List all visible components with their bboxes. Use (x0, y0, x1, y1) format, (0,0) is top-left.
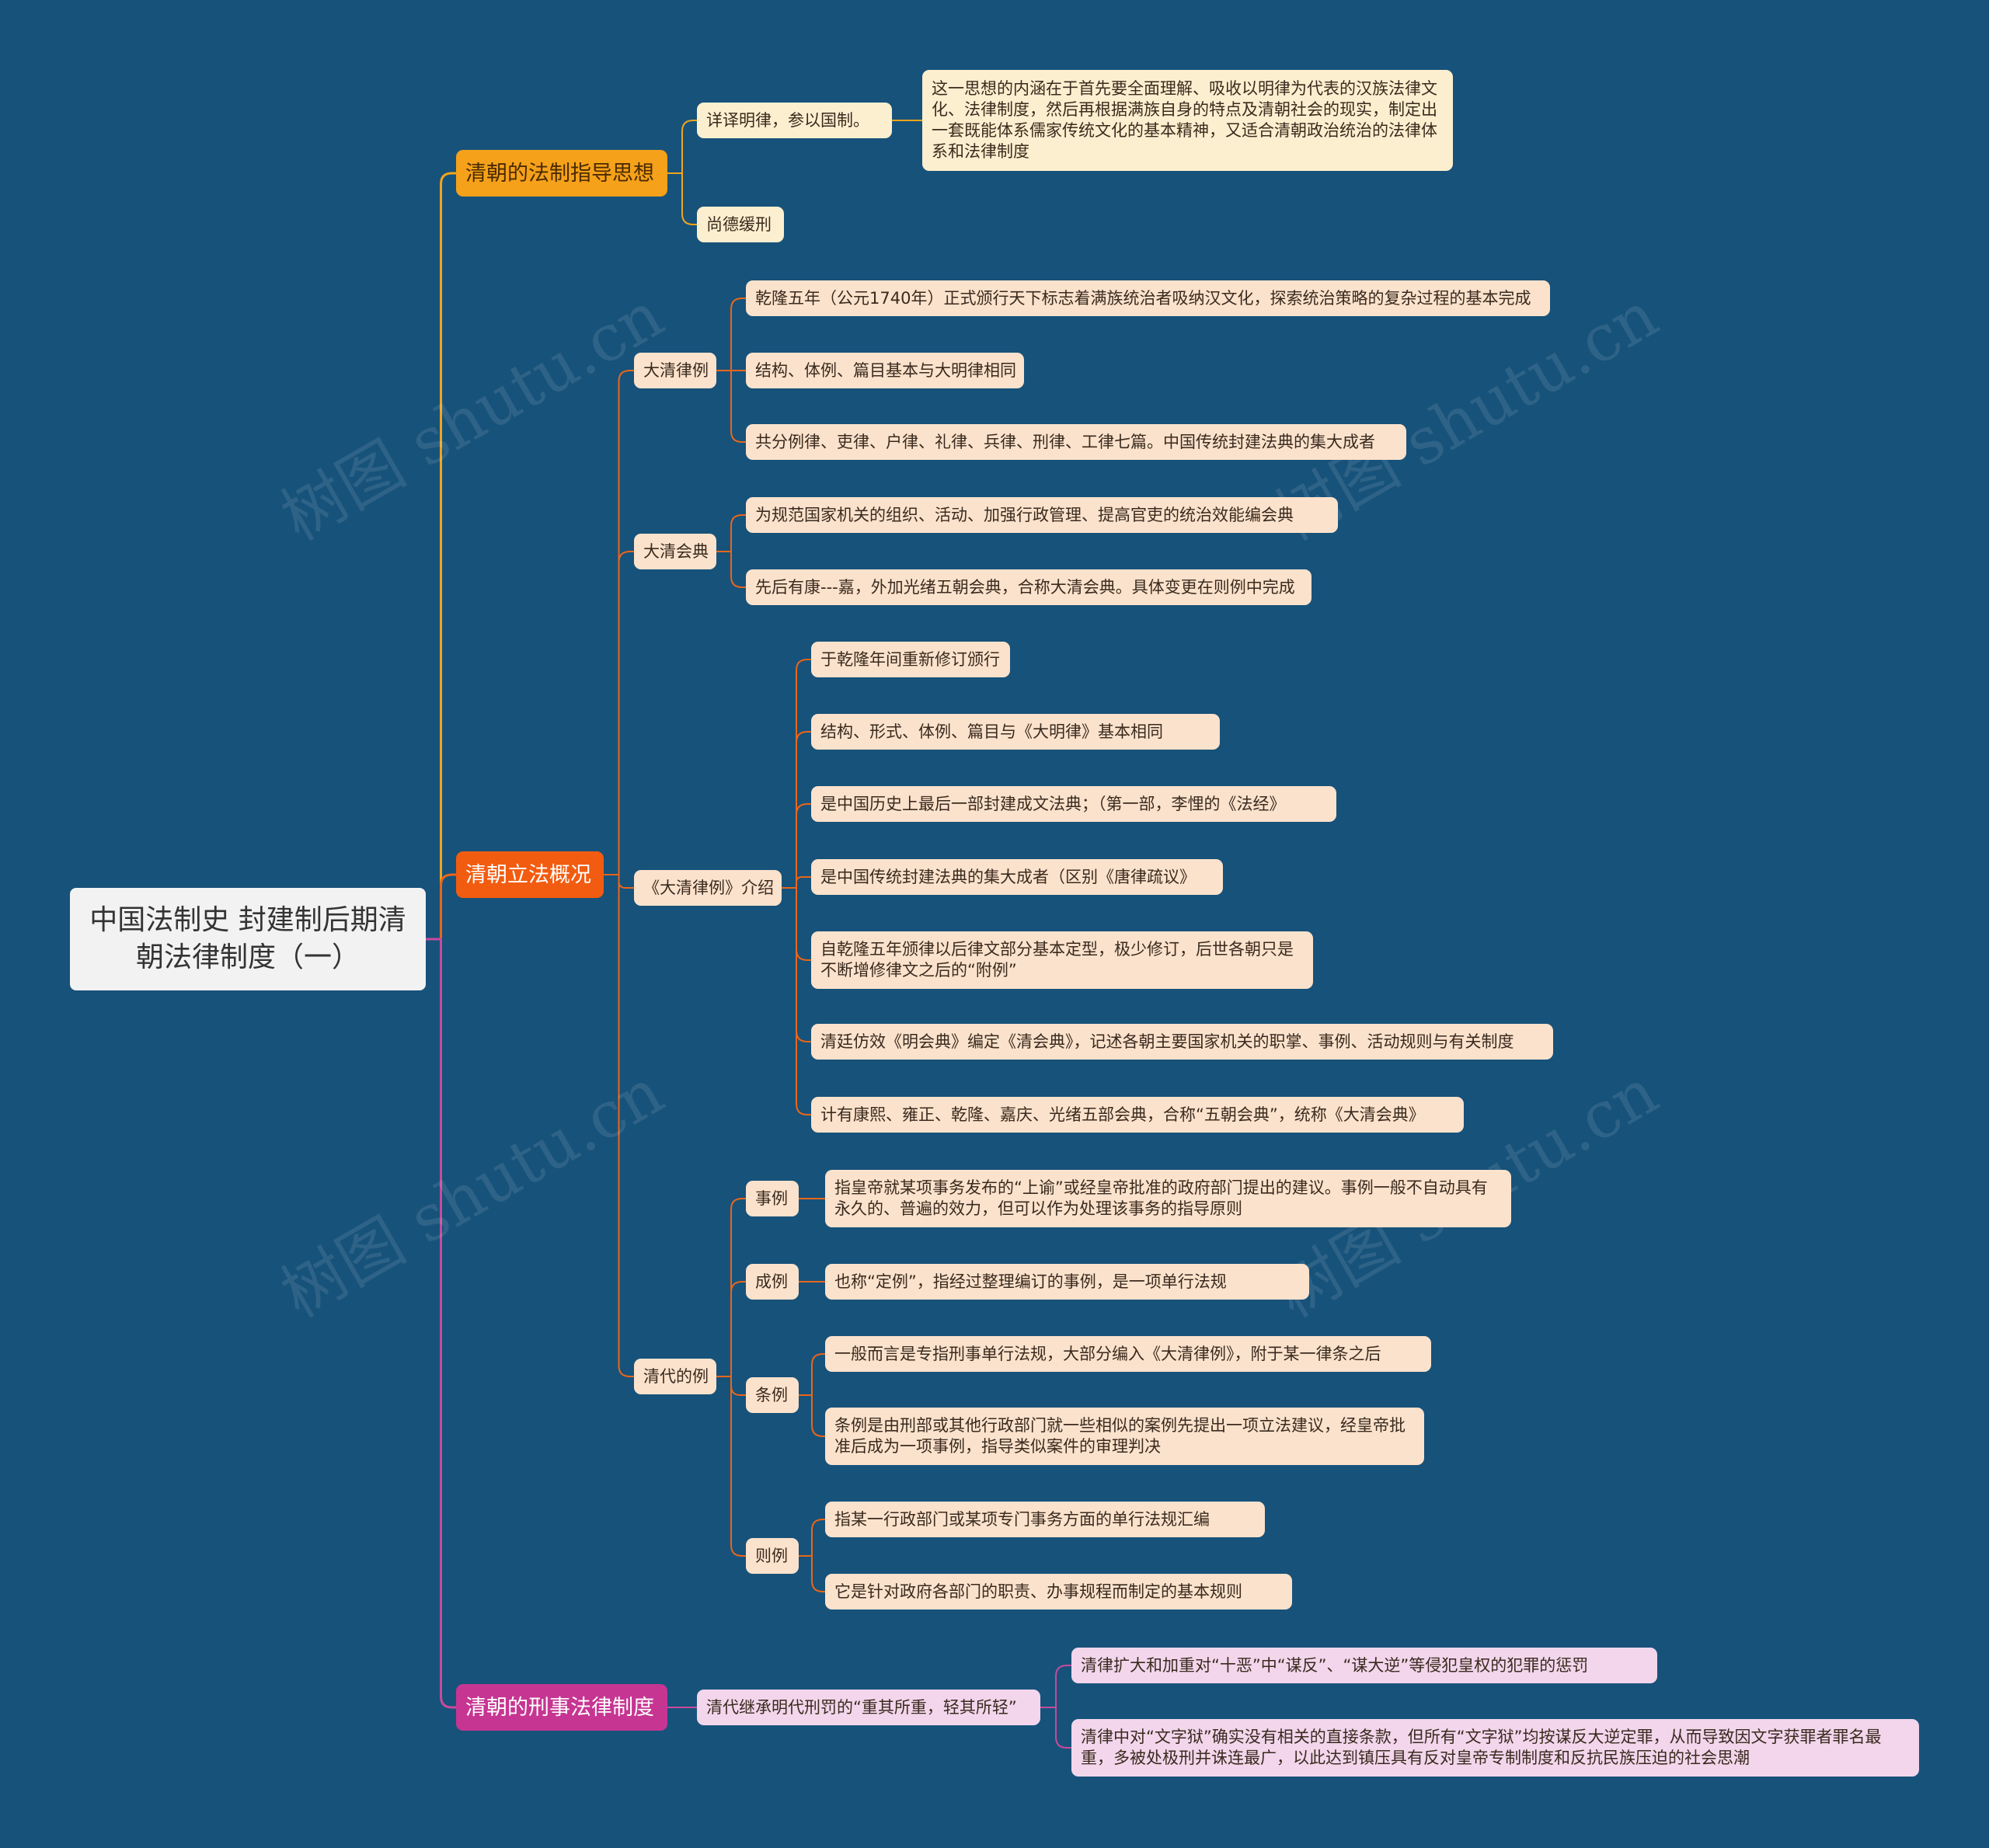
leaf-zeli-1[interactable]: 它是针对政府各部门的职责、办事规程而制定的基本规则 (825, 1574, 1292, 1610)
node-punishment-principle[interactable]: 清代继承明代刑罚的“重其所重，轻其所轻” (697, 1690, 1040, 1725)
connector-22 (716, 1198, 746, 1377)
connector-9 (604, 874, 634, 1377)
leaf-js-3[interactable]: 是中国传统封建法典的集大成者（区别《唐律疏议》 (811, 859, 1223, 895)
connector-6 (604, 370, 634, 875)
connector-29 (799, 1394, 825, 1437)
leaf-tiaoli-1[interactable]: 条例是由刑部或其他行政部门就一些相似的案例先提出一项立法建议，经皇帝批准后成为一… (825, 1408, 1424, 1465)
branch-criminal-law[interactable]: 清朝的刑事法律制度 (456, 1684, 667, 1731)
connector-28 (799, 1353, 825, 1396)
leaf-dqll-2[interactable]: 共分例律、吏律、户律、礼律、兵律、刑律、工律七篇。中国传统封建法典的集大成者 (746, 424, 1406, 460)
leaf-js-6[interactable]: 计有康熙、雍正、乾隆、嘉庆、光绪五部会典，合称“五朝会典”，统称《大清会典》 (811, 1097, 1464, 1133)
root-node[interactable]: 中国法制史 封建制后期清朝法律制度（一） (70, 888, 426, 990)
connector-34 (1040, 1707, 1071, 1749)
connector-13 (716, 514, 746, 552)
connector-14 (716, 551, 746, 588)
node-tiaoli[interactable]: 条例 (746, 1377, 799, 1413)
connector-17 (782, 803, 811, 889)
node-daqing-lvli[interactable]: 大清律例 (634, 353, 716, 388)
connector-23 (716, 1281, 746, 1377)
leaf-dqhd-0[interactable]: 为规范国家机关的组织、活动、加强行政管理、提高官吏的统治效能编会典 (746, 497, 1338, 533)
connector-21 (782, 887, 811, 1115)
leaf-js-5[interactable]: 清廷仿效《明会典》编定《清会典》，记述各朝主要国家机关的职掌、事例、活动规则与有… (811, 1024, 1553, 1060)
leaf-criminal-0[interactable]: 清律扩大和加重对“十恶”中“谋反”、“谋大逆”等侵犯皇权的犯罪的惩罚 (1071, 1648, 1657, 1683)
leaf-zeli-0[interactable]: 指某一行政部门或某项专门事务方面的单行法规汇编 (825, 1502, 1265, 1537)
connector-10 (716, 298, 746, 371)
leaf-chengli-0[interactable]: 也称“定例”，指经过整理编订的事例，是一项单行法规 (825, 1264, 1309, 1300)
leaf-dqhd-1[interactable]: 先后有康---嘉，外加光绪五朝会典，合称大清会典。具体变更在则例中完成 (746, 569, 1311, 605)
connector-0 (426, 172, 456, 941)
connector-12 (716, 370, 746, 443)
leaf-js-2[interactable]: 是中国历史上最后一部封建成文法典；（第一部，李悝的《法经》 (811, 786, 1336, 822)
connector-7 (604, 551, 634, 875)
leaf-js-1[interactable]: 结构、形式、体例、篇目与《大明律》基本相同 (811, 714, 1220, 750)
leaf-dqll-0[interactable]: 乾隆五年（公元1740年）正式颁行天下标志着满族统治者吸纳汉文化，探索统治策略的… (746, 280, 1550, 316)
node-virtue-lenient-punishment[interactable]: 尚德缓刑 (697, 207, 784, 242)
node-zeli[interactable]: 则例 (746, 1538, 799, 1574)
leaf-shili-0[interactable]: 指皇帝就某项事务发布的“上谕”或经皇帝批准的政府部门提出的建议。事例一般不自动具… (825, 1170, 1511, 1227)
node-qing-li[interactable]: 清代的例 (634, 1359, 716, 1394)
connector-15 (782, 659, 811, 889)
connector-33 (1040, 1665, 1071, 1708)
branch-legislation-overview[interactable]: 清朝立法概况 (456, 851, 604, 898)
connector-16 (782, 731, 811, 889)
connector-4 (667, 172, 697, 225)
leaf-js-4[interactable]: 自乾隆五年颁律以后律文部分基本定型，极少修订，后世各朝只是不断增修律文之后的“附… (811, 931, 1313, 989)
connector-31 (799, 1555, 825, 1592)
node-shili[interactable]: 事例 (746, 1181, 799, 1216)
node-detail-translate-ming-law[interactable]: 详译明律，参以国制。 (697, 103, 892, 138)
connector-3 (667, 120, 697, 174)
node-lvli-introduction[interactable]: 《大清律例》介绍 (634, 870, 782, 906)
leaf-dqll-1[interactable]: 结构、体例、篇目基本与大明律相同 (746, 353, 1024, 388)
leaf-tiaoli-0[interactable]: 一般而言是专指刑事单行法规，大部分编入《大清律例》，附于某一律条之后 (825, 1336, 1431, 1372)
connector-30 (799, 1519, 825, 1557)
connector-18 (782, 876, 811, 889)
leaf-js-0[interactable]: 于乾隆年间重新修订颁行 (811, 642, 1010, 677)
node-ideology-explanation[interactable]: 这一思想的内涵在于首先要全面理解、吸收以明律为代表的汉族法律文化、法律制度，然后… (922, 70, 1453, 171)
node-daqing-huidian[interactable]: 大清会典 (634, 534, 716, 569)
leaf-criminal-1[interactable]: 清律中对“文字狱”确实没有相关的直接条款，但所有“文字狱”均按谋反大逆定罪，从而… (1071, 1719, 1919, 1777)
connector-1 (426, 873, 456, 941)
branch-legal-ideology[interactable]: 清朝的法制指导思想 (456, 150, 667, 197)
connector-2 (426, 938, 456, 1709)
node-chengli[interactable]: 成例 (746, 1264, 799, 1300)
connector-25 (716, 1376, 746, 1557)
